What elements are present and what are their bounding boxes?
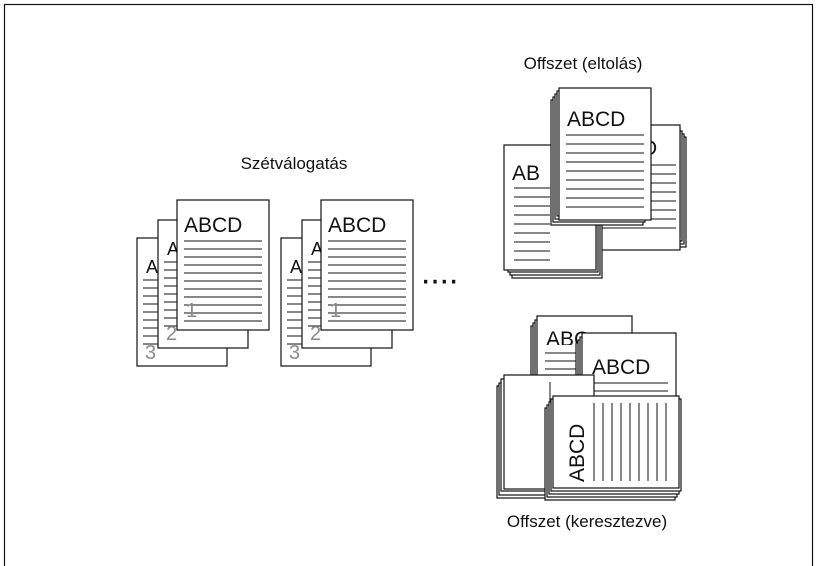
svg-text:A: A bbox=[290, 257, 302, 277]
collate-label: Szétválogatás bbox=[241, 154, 348, 173]
page-text: ABCD bbox=[592, 356, 650, 379]
page-text: ABCD bbox=[567, 108, 625, 131]
collated-set-1: A 3 A 2 ABCD bbox=[136, 199, 270, 367]
stack-front-rotated: ABCD bbox=[544, 395, 682, 501]
offset-cross-label: Offszet (keresztezve) bbox=[507, 512, 667, 531]
svg-text:A: A bbox=[146, 257, 158, 277]
svg-text:AB: AB bbox=[512, 162, 540, 185]
svg-text:A: A bbox=[167, 239, 179, 259]
page-text: ABCD bbox=[566, 424, 589, 482]
page-number-3: 3 bbox=[289, 342, 300, 364]
page-number-2: 2 bbox=[166, 323, 177, 345]
stack-center: ABCD bbox=[550, 87, 652, 226]
page-text: ABCD bbox=[328, 214, 386, 237]
offset-shift-stacks: D AB bbox=[503, 87, 687, 279]
offset-shift-label: Offszet (eltolás) bbox=[524, 54, 643, 73]
diagram-frame bbox=[3, 3, 814, 566]
page-text: ABCD bbox=[184, 214, 242, 237]
page-number-1: 1 bbox=[330, 300, 341, 322]
page-number-1: 1 bbox=[186, 300, 197, 322]
page-number-3: 3 bbox=[145, 342, 156, 364]
offset-cross-stacks: ABC ABCD ABCD bbox=[496, 315, 682, 501]
page-number-2: 2 bbox=[310, 323, 321, 345]
continuation-dots: ···· bbox=[420, 261, 457, 299]
svg-text:A: A bbox=[311, 239, 323, 259]
collated-set-2: A 3 A 2 ABCD bbox=[280, 199, 414, 367]
